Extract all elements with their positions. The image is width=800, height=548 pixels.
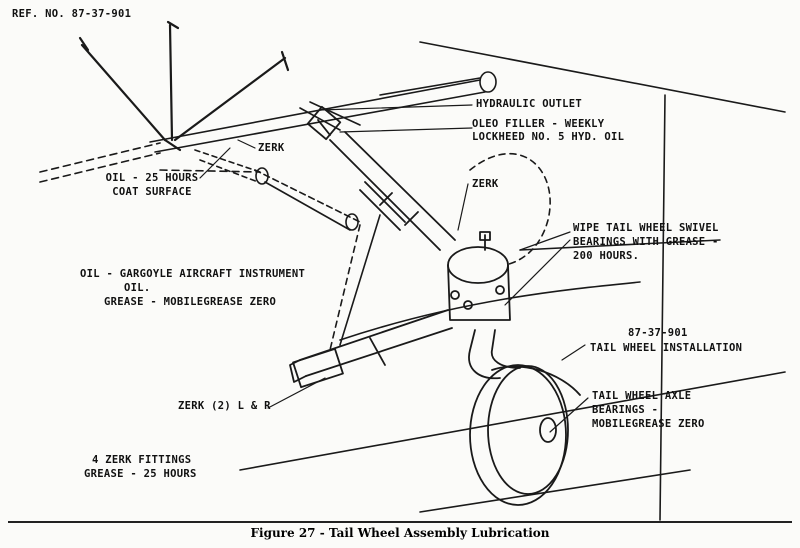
label-wipe-hours: 200 HOURS. [573, 250, 640, 262]
label-oil-25-hours: OIL - 25 HOURS [105, 172, 199, 184]
label-axle-grease: MOBILEGREASE ZERO [592, 418, 705, 430]
label-axle-bearings: BEARINGS - [592, 404, 659, 416]
label-gargoyle-oil-2: OIL. [124, 282, 151, 294]
secondary-tube [194, 149, 361, 231]
label-gargoyle-oil: OIL - GARGOYLE AIRCRAFT INSTRUMENT [80, 268, 306, 280]
label-coat-surface: COAT SURFACE [112, 186, 192, 198]
label-zerk-right: ZERK [472, 178, 499, 190]
label-grease-mobilegrease: GREASE - MOBILEGREASE ZERO [104, 296, 277, 308]
swivel-head [447, 231, 521, 380]
label-install-title: TAIL WHEEL INSTALLATION [590, 342, 743, 354]
rod-to-arm [329, 224, 361, 351]
swivel-arc [469, 152, 551, 266]
label-install-number: 87-37-901 [628, 327, 688, 339]
ref-number: REF. NO. 87-37-901 [12, 8, 132, 20]
label-zerk-fittings: 4 ZERK FITTINGS [92, 454, 192, 466]
brace-rods [78, 20, 290, 152]
label-wipe-bearings: BEARINGS WITH GREASE - [573, 236, 719, 248]
leader-lines [199, 104, 589, 433]
oleo-strut [306, 105, 456, 251]
lower-arm [289, 309, 453, 389]
label-axle: TAIL WHEEL AXLE [592, 390, 692, 402]
tail-wheel [469, 364, 581, 506]
label-zerk-top: ZERK [258, 142, 285, 154]
torque-tube [149, 71, 497, 153]
fuselage-outline [239, 41, 786, 521]
caption-rule [8, 521, 792, 523]
label-hydraulic-outlet: HYDRAULIC OUTLET [476, 98, 582, 110]
dashed-extension [39, 142, 261, 183]
figure-caption: Figure 27 - Tail Wheel Assembly Lubricat… [250, 526, 550, 540]
label-wipe-swivel: WIPE TAIL WHEEL SWIVEL [573, 222, 719, 234]
label-zerk-lr: ZERK (2) L & R [178, 400, 271, 412]
label-fittings-grease: GREASE - 25 HOURS [84, 468, 197, 480]
label-oleo-filler-oil: LOCKHEED NO. 5 HYD. OIL [472, 131, 625, 143]
label-oleo-filler: OLEO FILLER - WEEKLY [472, 118, 605, 130]
